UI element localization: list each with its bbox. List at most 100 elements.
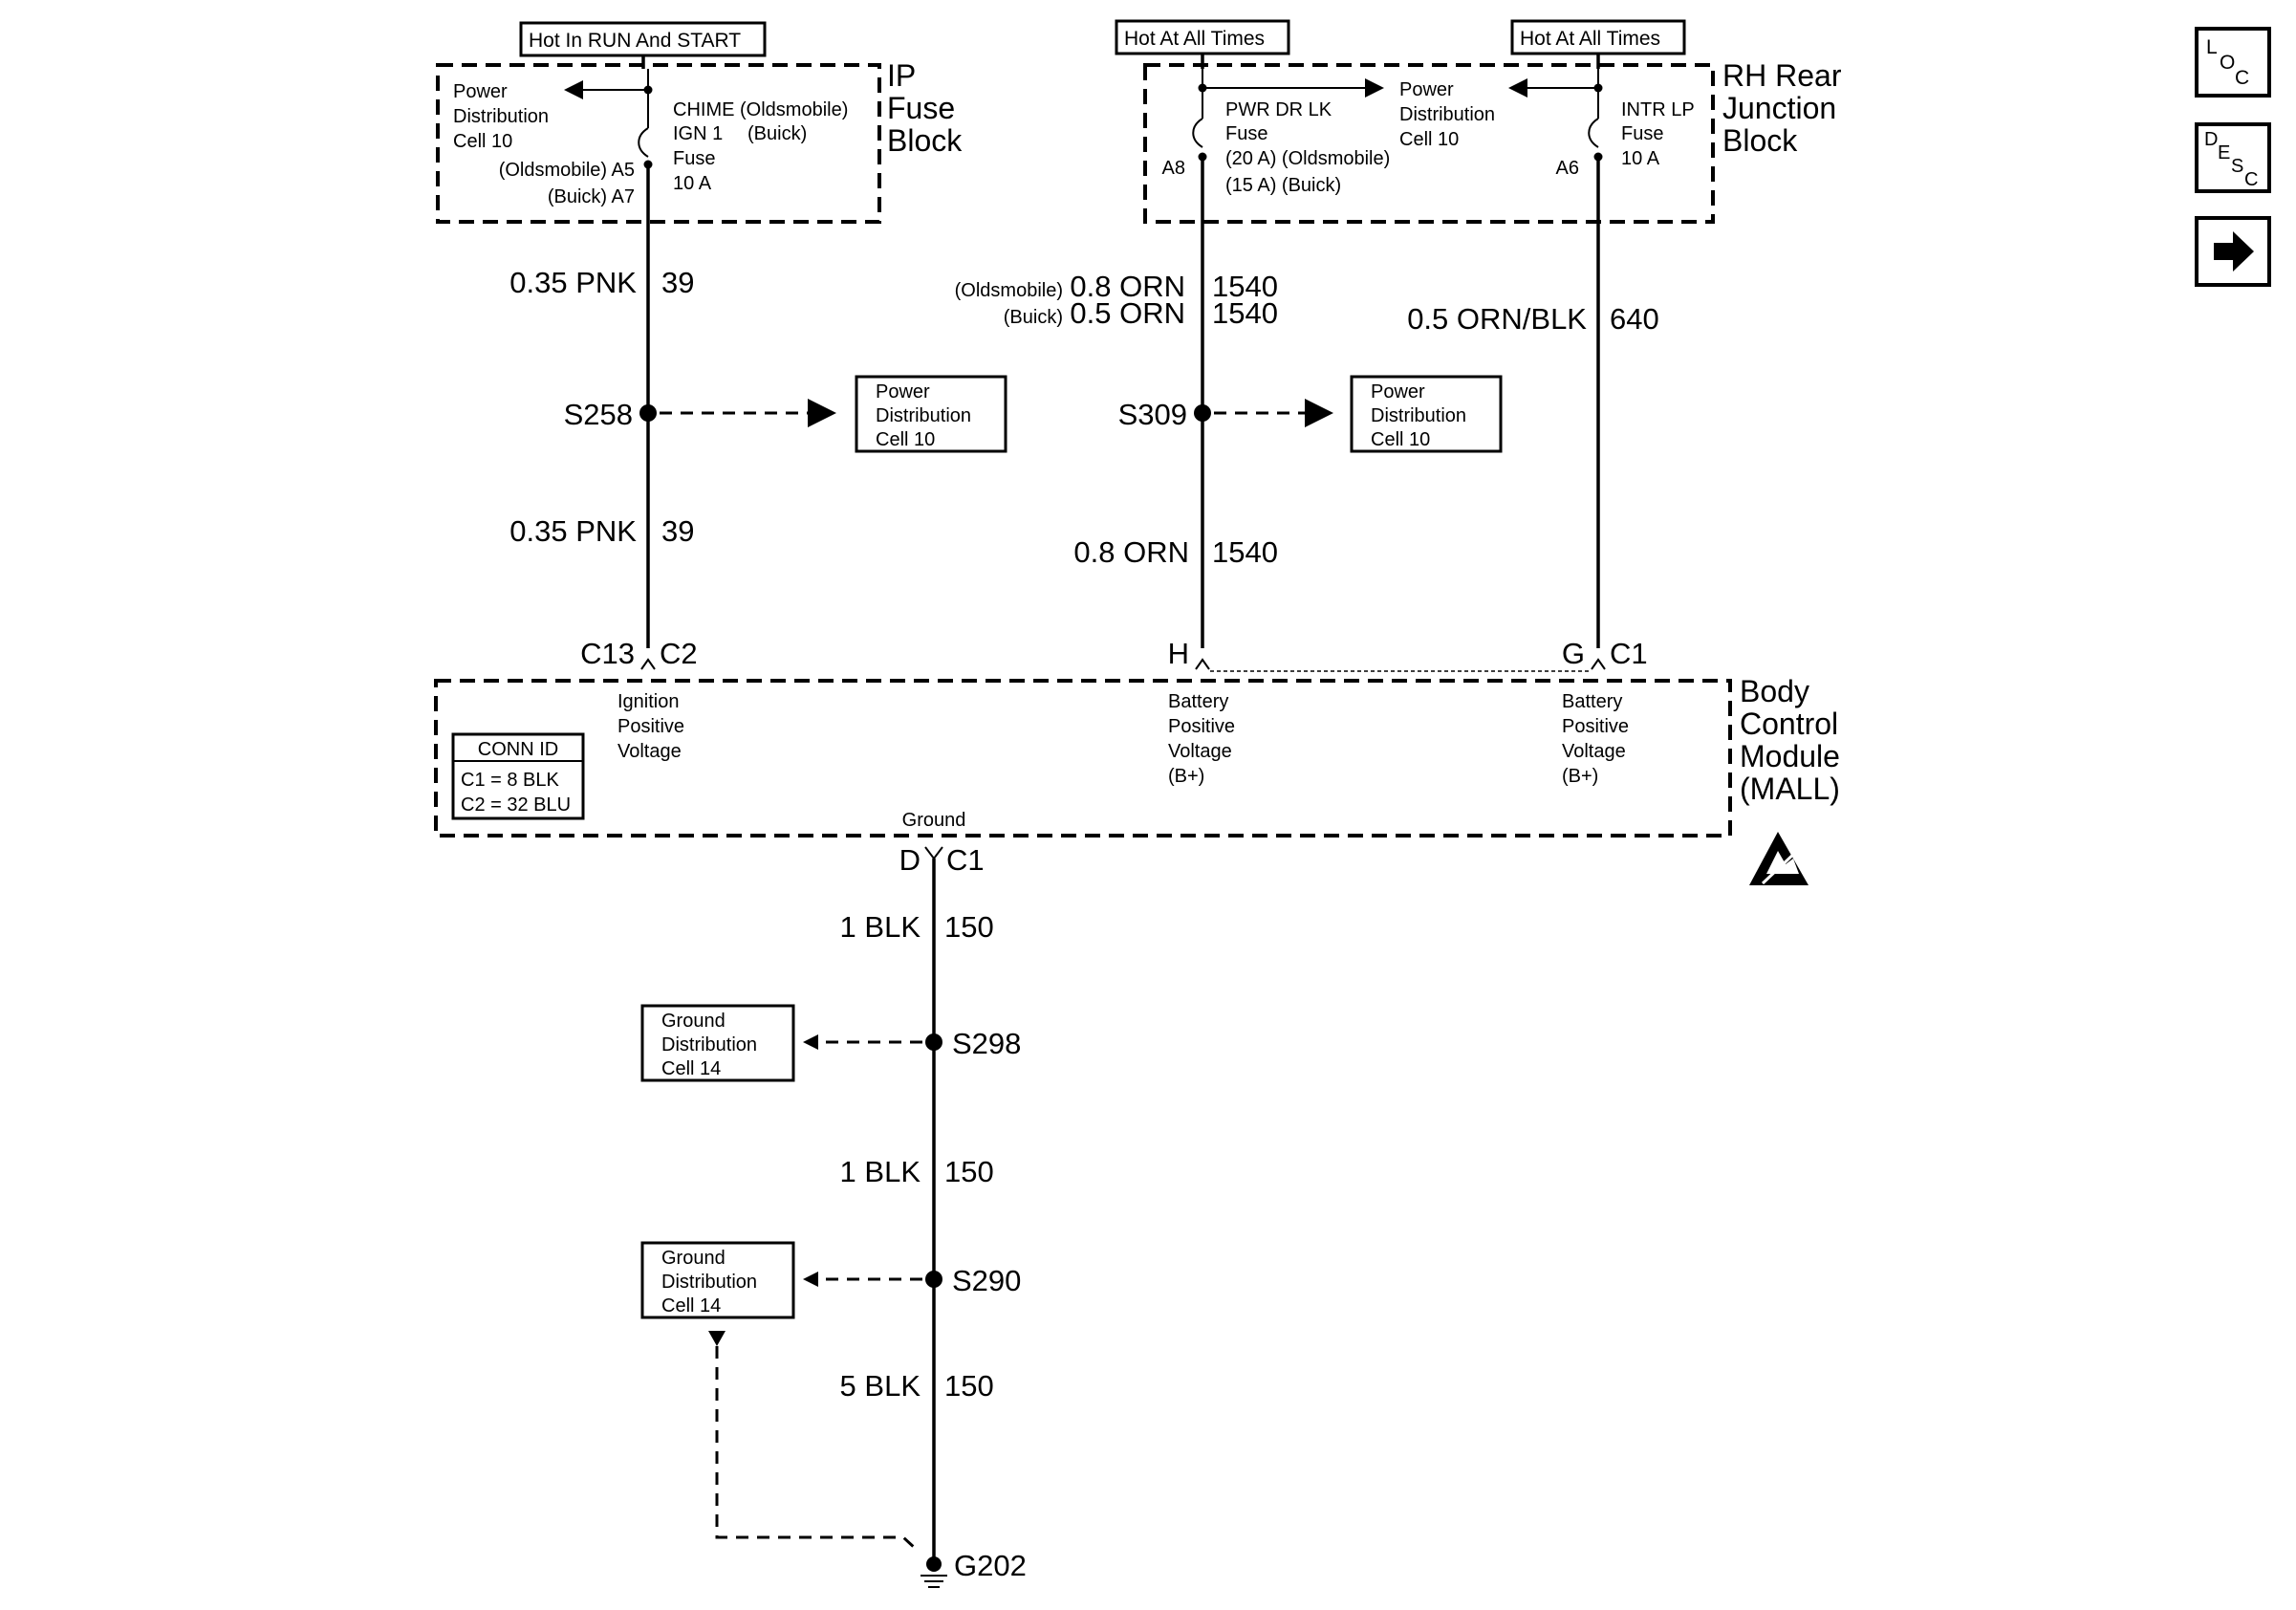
svg-text:Power: Power — [1371, 381, 1425, 402]
svg-text:Cell 10: Cell 10 — [1399, 129, 1459, 150]
svg-text:S298: S298 — [952, 1027, 1021, 1060]
svg-text:CHIME (Oldsmobile): CHIME (Oldsmobile) — [673, 99, 848, 120]
svg-text:H: H — [1168, 637, 1189, 670]
svg-text:Block: Block — [1722, 123, 1798, 158]
svg-text:10 A: 10 A — [673, 173, 712, 194]
svg-text:0.8 ORN: 0.8 ORN — [1073, 535, 1189, 569]
svg-text:150: 150 — [944, 1369, 994, 1403]
svg-text:39: 39 — [661, 514, 694, 548]
svg-text:(Oldsmobile) A5: (Oldsmobile) A5 — [499, 160, 635, 181]
svg-text:G202: G202 — [954, 1549, 1027, 1582]
svg-text:1540: 1540 — [1212, 535, 1278, 569]
ip-fuse-block: IP Fuse Block Power Distribution Cell 10… — [436, 58, 963, 224]
svg-text:S: S — [2231, 156, 2243, 177]
loc-button[interactable]: L O C — [2195, 27, 2271, 98]
svg-text:L: L — [2206, 36, 2218, 58]
svg-text:0.5 ORN/BLK: 0.5 ORN/BLK — [1407, 302, 1587, 336]
svg-text:0.8 ORN: 0.8 ORN — [1070, 270, 1185, 303]
svg-text:Ground: Ground — [902, 810, 966, 831]
svg-text:(Oldsmobile): (Oldsmobile) — [955, 280, 1063, 301]
svg-text:0.35 PNK: 0.35 PNK — [509, 514, 637, 548]
svg-text:E: E — [2218, 142, 2230, 163]
svg-text:IGN 1: IGN 1 — [673, 123, 723, 144]
hot-run-start-label: Hot In RUN And START — [519, 21, 767, 57]
svg-text:Hot At All Times: Hot At All Times — [1124, 28, 1265, 50]
svg-text:Hot At All Times: Hot At All Times — [1520, 28, 1660, 50]
rh-rear-junction-block: RH Rear Junction Block PWR DR LK Fuse (2… — [1143, 58, 1842, 224]
next-button[interactable] — [2195, 216, 2271, 287]
svg-text:(Buick): (Buick) — [1004, 307, 1063, 328]
svg-text:C1: C1 — [946, 843, 985, 877]
ground-circuit-150: D C1 1 BLK 150 S298 Ground Distribution … — [640, 843, 1027, 1588]
svg-text:1 BLK: 1 BLK — [840, 910, 921, 944]
svg-text:A6: A6 — [1556, 158, 1579, 179]
svg-text:(15 A) (Buick): (15 A) (Buick) — [1225, 175, 1341, 196]
svg-text:C: C — [2244, 169, 2258, 190]
hot-all-times-label-1: Hot At All Times — [1115, 19, 1290, 55]
svg-text:(Buick) A7: (Buick) A7 — [548, 186, 635, 207]
svg-text:C1: C1 — [1610, 637, 1648, 670]
circuit-39: 0.35 PNK 39 S258 Power Distribution Cell… — [509, 164, 1007, 670]
svg-text:Power: Power — [453, 81, 508, 102]
svg-text:O: O — [2220, 52, 2235, 74]
svg-text:A8: A8 — [1162, 158, 1185, 179]
svg-text:Hot In RUN And START: Hot In RUN And START — [529, 30, 741, 52]
svg-text:39: 39 — [661, 266, 694, 299]
svg-text:G: G — [1562, 637, 1585, 670]
svg-text:Ground: Ground — [661, 1011, 726, 1032]
svg-text:Voltage: Voltage — [1562, 741, 1626, 762]
svg-text:Battery: Battery — [1168, 691, 1228, 712]
svg-text:0.5 ORN: 0.5 ORN — [1070, 296, 1185, 330]
svg-text:1 BLK: 1 BLK — [840, 1155, 921, 1188]
svg-text:Cell 14: Cell 14 — [661, 1058, 721, 1079]
svg-text:Body: Body — [1740, 674, 1809, 708]
svg-text:Distribution: Distribution — [876, 405, 971, 426]
splice-s258 — [639, 404, 657, 422]
svg-text:Control: Control — [1740, 707, 1838, 741]
svg-text:Ground: Ground — [661, 1248, 726, 1269]
s258-power-distribution-ref: Power Distribution Cell 10 — [855, 375, 1007, 453]
svg-text:INTR LP: INTR LP — [1621, 99, 1695, 120]
svg-text:Cell 10: Cell 10 — [1371, 429, 1430, 450]
svg-text:Cell 10: Cell 10 — [876, 429, 935, 450]
circuit-1540: (Oldsmobile) 0.8 ORN 1540 (Buick) 0.5 OR… — [955, 157, 1503, 670]
right-arrow-icon — [2214, 231, 2254, 272]
svg-text:S258: S258 — [564, 398, 633, 431]
svg-text:(Buick): (Buick) — [747, 123, 807, 144]
ground-g202-icon — [921, 1556, 947, 1588]
svg-text:Fuse: Fuse — [887, 91, 955, 125]
hot-all-times-label-2: Hot At All Times — [1510, 19, 1686, 55]
svg-text:Cell 14: Cell 14 — [661, 1295, 721, 1316]
splice-s298 — [925, 1033, 942, 1051]
svg-text:(20 A) (Oldsmobile): (20 A) (Oldsmobile) — [1225, 148, 1390, 169]
svg-text:Positive: Positive — [1562, 716, 1629, 737]
svg-text:D: D — [2204, 129, 2218, 150]
splice-s309 — [1194, 404, 1211, 422]
svg-text:Distribution: Distribution — [661, 1272, 757, 1293]
svg-text:C: C — [2235, 67, 2249, 89]
svg-text:IP: IP — [887, 58, 916, 93]
svg-text:Positive: Positive — [617, 716, 684, 737]
s298-ground-distribution-ref: Ground Distribution Cell 14 — [640, 1004, 795, 1082]
svg-text:5 BLK: 5 BLK — [840, 1369, 921, 1403]
svg-text:Junction: Junction — [1722, 91, 1836, 125]
svg-text:640: 640 — [1610, 302, 1659, 336]
svg-text:(B+): (B+) — [1562, 766, 1598, 787]
svg-text:1540: 1540 — [1212, 270, 1278, 303]
svg-text:C2: C2 — [660, 637, 698, 670]
conn-id-box: CONN ID C1 = 8 BLK C2 = 32 BLU — [451, 732, 585, 820]
svg-text:(MALL): (MALL) — [1740, 772, 1840, 806]
svg-text:PWR DR LK: PWR DR LK — [1225, 99, 1332, 120]
svg-text:Distribution: Distribution — [453, 106, 549, 127]
s290-ground-distribution-ref: Ground Distribution Cell 14 — [640, 1241, 795, 1319]
svg-text:0.35 PNK: 0.35 PNK — [509, 266, 637, 299]
circuit-640: 0.5 ORN/BLK 640 G C1 — [1407, 157, 1659, 670]
svg-text:Block: Block — [887, 123, 963, 158]
svg-text:150: 150 — [944, 1155, 994, 1188]
s309-power-distribution-ref: Power Distribution Cell 10 — [1350, 375, 1503, 453]
svg-text:Voltage: Voltage — [617, 741, 682, 762]
svg-text:Ignition: Ignition — [617, 691, 680, 712]
svg-text:D: D — [899, 843, 921, 877]
desc-button[interactable]: D E S C — [2195, 122, 2271, 193]
svg-text:C13: C13 — [580, 637, 635, 670]
